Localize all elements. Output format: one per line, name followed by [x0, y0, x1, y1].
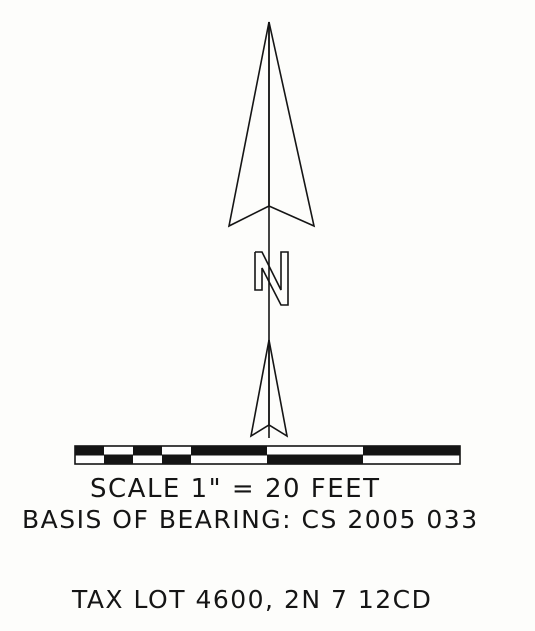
scale-bar-segment: [363, 446, 460, 455]
scale-bar-segment: [267, 455, 363, 464]
scale-bar-segment: [191, 446, 220, 455]
north-letter-glyph: [254, 251, 289, 306]
north-arrow-head-upper: [227, 21, 316, 228]
scale-bar-segment: [104, 455, 133, 464]
basis-of-bearing-label: BASIS OF BEARING: CS 2005 033: [22, 505, 479, 534]
scale-bar-segment: [162, 455, 191, 464]
scale-bar-segment: [133, 446, 162, 455]
graphic-scale-bar: [74, 445, 461, 465]
scale-bar-segment: [220, 446, 267, 455]
tax-lot-label: TAX LOT 4600, 2N 7 12CD: [72, 585, 433, 614]
north-arrow-icon: [227, 21, 316, 438]
scale-bar-segment: [75, 446, 104, 455]
scale-label: SCALE 1" = 20 FEET: [90, 474, 381, 504]
